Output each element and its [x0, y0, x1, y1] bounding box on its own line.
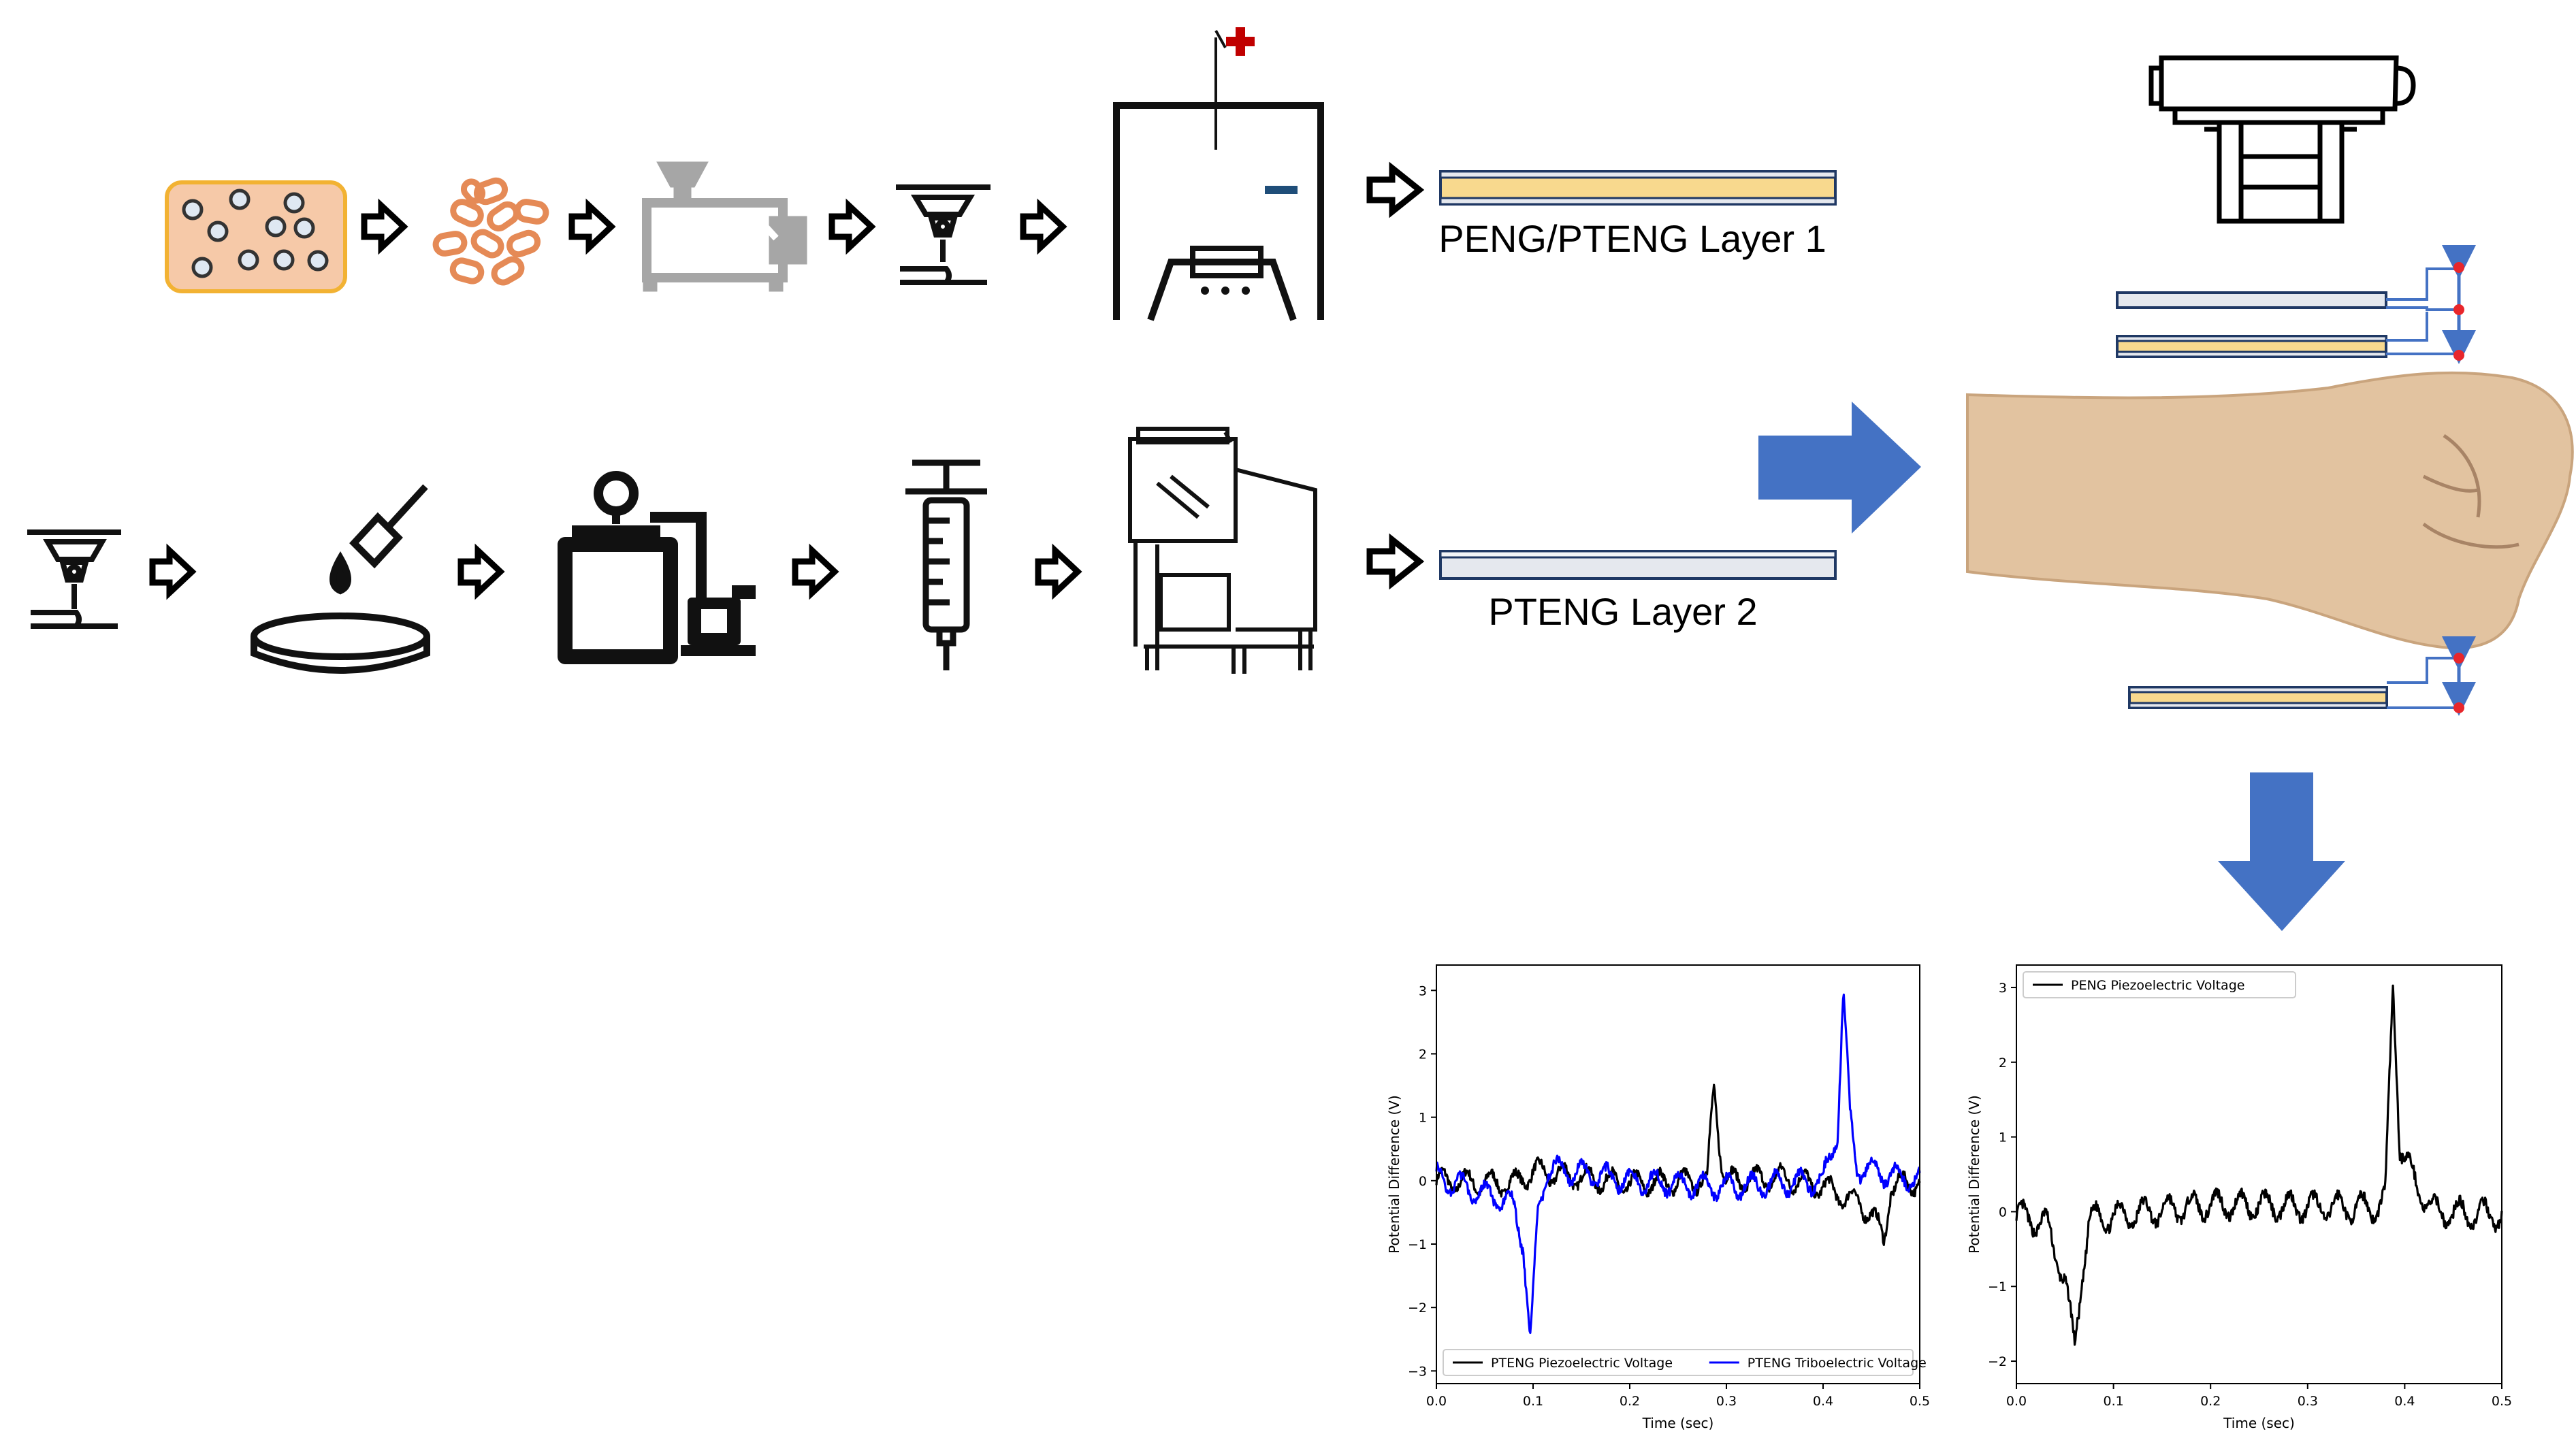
y-tick-label: −3	[1408, 1364, 1427, 1379]
x-tick-label: 0.0	[2006, 1394, 2027, 1409]
x-axis-label: Time (sec)	[2223, 1415, 2295, 1431]
y-tick-label: 3	[1419, 983, 1427, 998]
legend-box	[2023, 971, 2296, 998]
legend-label: PENG Piezoelectric Voltage	[2071, 978, 2244, 993]
plot-frame	[1436, 964, 1920, 1384]
contact-point	[2453, 350, 2464, 361]
y-tick-label: −1	[1988, 1279, 2007, 1294]
sensor-housing-icon	[2148, 55, 2416, 224]
contact-point	[2453, 304, 2464, 315]
layer-stack-top	[2116, 245, 2476, 364]
y-tick-label: 3	[1999, 981, 2007, 996]
x-tick-label: 0.5	[2492, 1394, 2512, 1409]
layer-2-strip	[1439, 550, 1837, 580]
layer-1-strip	[1439, 170, 1837, 206]
x-tick-label: 0.2	[1620, 1394, 1640, 1409]
x-tick-label: 0.5	[1910, 1394, 1930, 1409]
series-line	[1435, 1083, 1921, 1246]
pellets-icon	[432, 177, 549, 286]
poling-chamber-icon	[1113, 27, 1324, 321]
pellet-block-icon	[165, 180, 347, 293]
x-tick-label: 0.1	[2103, 1394, 2123, 1409]
y-tick-label: 1	[1999, 1130, 2007, 1145]
contact-point	[2453, 262, 2464, 273]
process-arrows-row2	[149, 533, 1425, 600]
x-tick-label: 0.1	[1523, 1394, 1543, 1409]
right-flow-arrow	[1758, 402, 1921, 534]
dropper-petri-dish-icon	[251, 484, 430, 674]
series-line	[1435, 993, 1921, 1335]
x-tick-label: 0.2	[2200, 1394, 2221, 1409]
down-flow-arrow	[2218, 772, 2345, 931]
x-tick-label: 0.3	[1716, 1394, 1737, 1409]
x-axis-label: Time (sec)	[1642, 1415, 1714, 1431]
legend-label: PTENG Piezoelectric Voltage	[1491, 1356, 1673, 1371]
contact-point	[2453, 653, 2464, 664]
y-tick-label: 1	[1419, 1111, 1427, 1126]
3d-printer-nozzle-icon	[896, 184, 991, 285]
y-tick-label: −1	[1408, 1237, 1427, 1252]
y-tick-label: 0	[1999, 1205, 2007, 1220]
y-tick-label: 2	[1999, 1056, 2007, 1071]
layer-1-label: PENG/PTENG Layer 1	[1438, 217, 1826, 260]
3d-printer-nozzle-icon-2	[27, 529, 121, 629]
forearm-fist-illustration	[1966, 371, 2574, 650]
syringe-icon	[905, 459, 987, 670]
layer-2-label: PTENG Layer 2	[1488, 590, 1757, 633]
process-arrows-row1	[361, 161, 1425, 255]
y-tick-label: −2	[1988, 1354, 2007, 1369]
series-line	[2015, 984, 2503, 1346]
x-tick-label: 0.3	[2298, 1394, 2318, 1409]
oven-icon	[1128, 427, 1317, 674]
y-tick-label: 0	[1419, 1174, 1427, 1189]
extruder-icon	[642, 161, 807, 292]
x-tick-label: 0.0	[1426, 1394, 1447, 1409]
y-axis-label: Potential Difference (V)	[1966, 1095, 1982, 1254]
plot-frame	[2016, 964, 2502, 1384]
x-tick-label: 0.4	[1813, 1394, 1833, 1409]
y-tick-label: −2	[1408, 1301, 1427, 1316]
contact-point	[2453, 702, 2464, 713]
x-tick-label: 0.4	[2394, 1394, 2415, 1409]
y-axis-label: Potential Difference (V)	[1386, 1095, 1402, 1254]
y-tick-label: 2	[1419, 1047, 1427, 1062]
vacuum-chamber-icon	[558, 471, 756, 664]
legend-label: PTENG Triboelectric Voltage	[1748, 1356, 1927, 1371]
layer-stack-bottom	[2128, 636, 2476, 716]
legend-box	[1443, 1349, 1914, 1376]
